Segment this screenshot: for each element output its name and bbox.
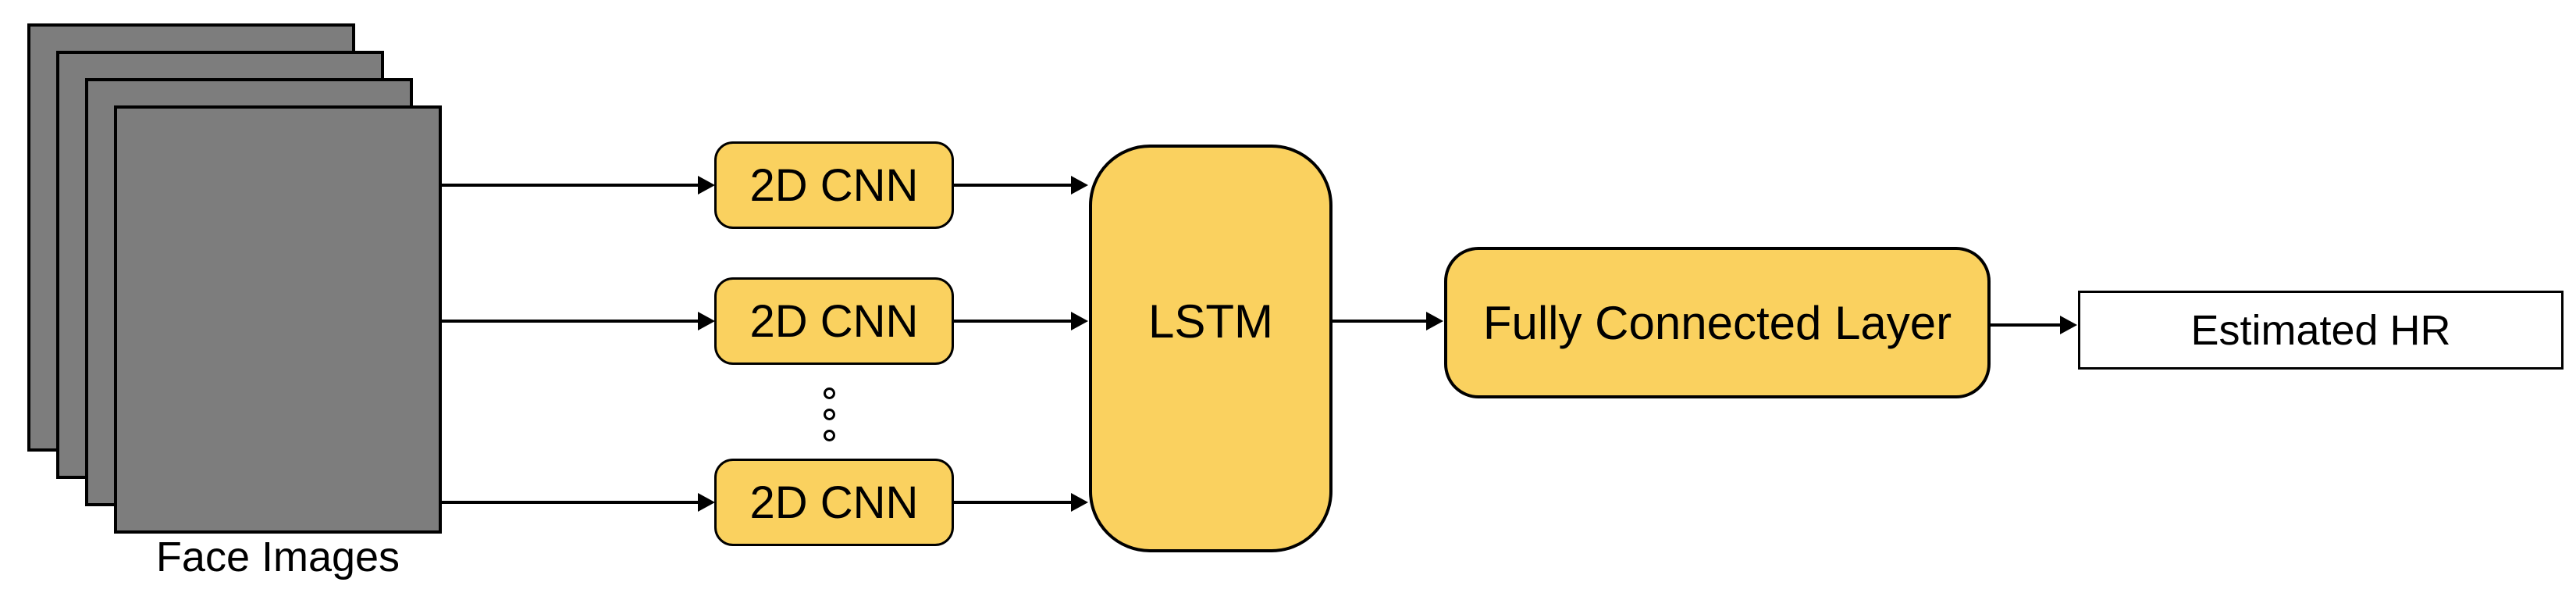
face-images-label: Face Images [155, 534, 400, 580]
arrow-cnn-3-to-lstm [954, 493, 1088, 512]
arrow-stack-to-cnn-1 [442, 176, 715, 195]
arrow-cnn-1-to-lstm [954, 176, 1088, 195]
arrowhead-icon [2060, 316, 2077, 334]
arrow-fc-to-output [1991, 316, 2077, 334]
arrowhead-icon [1071, 312, 1088, 330]
arrow-lstm-to-fc [1332, 312, 1443, 330]
arrow-stack-to-cnn-2 [442, 312, 715, 330]
arrowhead-icon [698, 176, 715, 195]
ellipsis-dot-3 [824, 430, 835, 441]
arrowhead-icon [1071, 176, 1088, 195]
arrowhead-icon [1426, 312, 1443, 330]
estimated-hr-box: Estimated HR [2078, 291, 2564, 370]
lstm-label: LSTM [1147, 295, 1274, 348]
ellipsis-dot-2 [824, 409, 835, 420]
arrowhead-icon [698, 493, 715, 512]
lstm-box: LSTM [1089, 145, 1332, 552]
face-image-layer-4 [114, 105, 442, 534]
cnn-box-1: 2D CNN [714, 141, 954, 229]
arrowhead-icon [1071, 493, 1088, 512]
cnn-box-3: 2D CNN [714, 459, 954, 546]
cnn-box-2: 2D CNN [714, 277, 954, 365]
arrow-stack-to-cnn-3 [442, 493, 715, 512]
arrow-cnn-2-to-lstm [954, 312, 1088, 330]
fully-connected-box: Fully Connected Layer [1444, 247, 1991, 398]
ellipsis-dot-1 [824, 388, 835, 399]
arrowhead-icon [698, 312, 715, 330]
